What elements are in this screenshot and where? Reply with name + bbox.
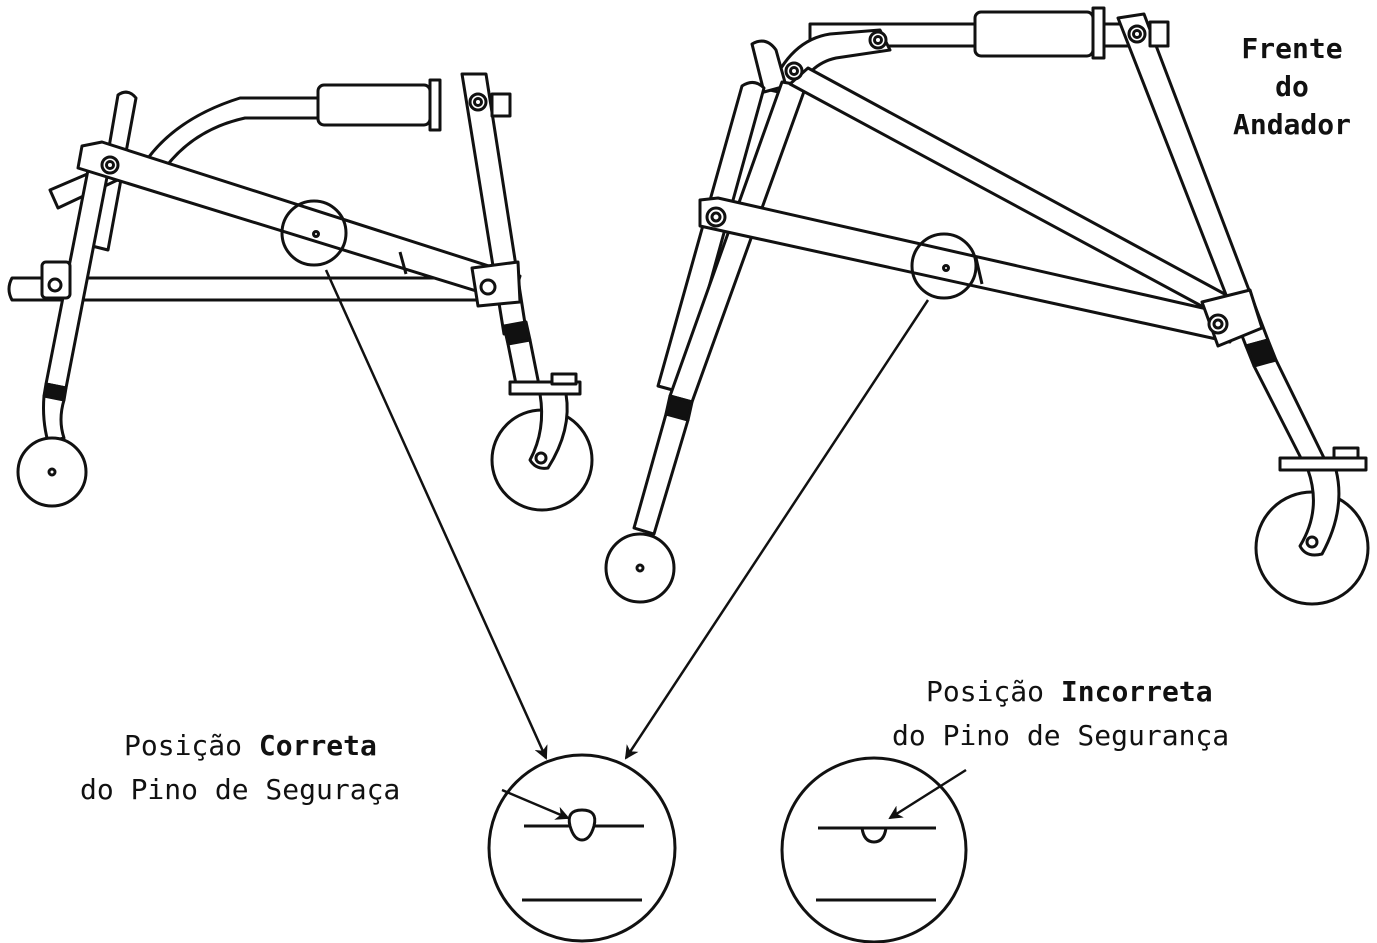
correct-label: Posição Correta do Pino de Seguraça bbox=[80, 728, 400, 808]
hand-grip-right bbox=[973, 10, 1095, 58]
walker-folded bbox=[7, 72, 594, 512]
front-label-line2: do bbox=[1275, 70, 1309, 103]
hand-grip-left bbox=[316, 83, 432, 127]
correct-label-bold: Correta bbox=[258, 729, 377, 762]
correct-label-line2: do Pino de Seguraça bbox=[80, 773, 401, 806]
front-label-line1: Frente bbox=[1241, 32, 1343, 65]
correct-label-prefix: Posição bbox=[124, 729, 243, 762]
detail-incorrect bbox=[780, 756, 968, 943]
incorrect-label-line2: do Pino de Segurança bbox=[892, 719, 1230, 752]
pin-location-right bbox=[910, 232, 978, 300]
walker-open bbox=[604, 6, 1370, 606]
detail-correct bbox=[487, 753, 677, 943]
front-label-line3: Andador bbox=[1232, 108, 1351, 141]
callout-arrows bbox=[324, 269, 967, 820]
incorrect-label-prefix: Posição bbox=[926, 675, 1045, 708]
incorrect-label-bold: Incorreta bbox=[1060, 675, 1213, 708]
pin-location-left bbox=[280, 199, 348, 267]
front-label: Frente do Andador bbox=[1212, 30, 1372, 144]
incorrect-label: Posição Incorreta do Pino de Segurança bbox=[892, 674, 1229, 754]
lower-bar bbox=[7, 276, 502, 302]
